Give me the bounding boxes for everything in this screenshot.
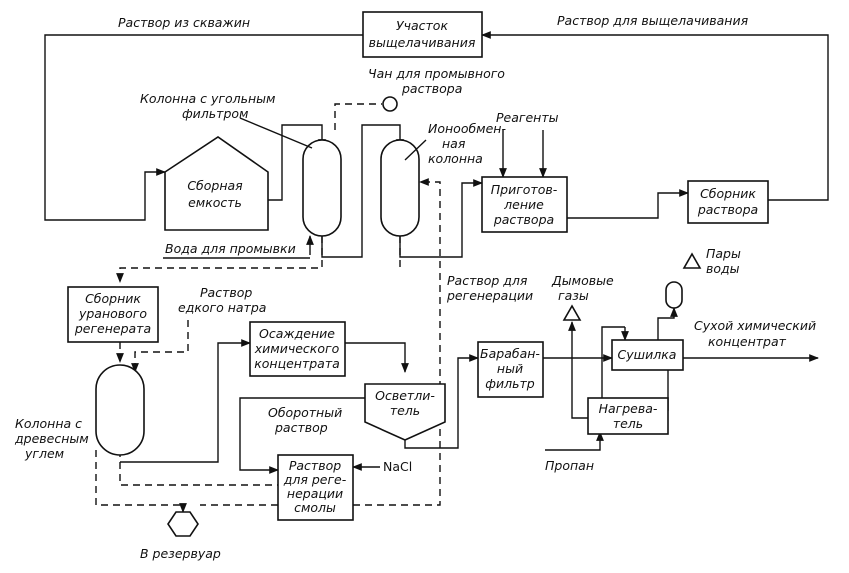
clarifier-to-filter-line <box>404 354 479 449</box>
well-solution-line <box>44 34 363 221</box>
reagents-label: Реагенты <box>496 110 559 125</box>
reservoir-hexagon-icon <box>167 511 199 537</box>
precip-to-clarifier-line <box>345 342 409 373</box>
solution-prep-label-2: ление <box>503 197 544 212</box>
carbon-column-leader <box>239 117 313 149</box>
solution-collector-label-1: Сборник <box>700 186 756 201</box>
resin-regen-label-4: смолы <box>294 500 336 515</box>
ion-column-label-1: Ионообмен- <box>428 121 506 136</box>
ion-column-leader <box>404 139 427 161</box>
uranium-regenerate-label-2: уранового <box>78 306 147 321</box>
regen-solution-label-1: Раствор для <box>447 273 528 288</box>
solution-collector-box <box>687 180 769 224</box>
recycle-label-2: раствор <box>274 420 328 435</box>
chem-precipitation-box <box>249 321 346 377</box>
ion-column-label-2: ная <box>442 136 466 151</box>
tank-to-carbon-line <box>268 124 326 201</box>
flue-gases-label-2: газы <box>558 288 589 303</box>
wash-tank-symbol <box>382 96 398 112</box>
propane-label: Пропан <box>545 458 594 473</box>
flue-gases-label-1: Дымовые <box>551 273 614 288</box>
clarifier-label-2: тель <box>390 403 420 418</box>
solution-collector-label-2: раствора <box>697 202 758 217</box>
chem-precipitation-label-1: Осаждение <box>259 326 335 341</box>
recycle-label-1: Оборотный <box>268 405 342 420</box>
uranium-regenerate-label-3: регенерата <box>74 321 151 336</box>
resin-regen-box <box>277 454 354 521</box>
solution-prep-box <box>481 176 568 233</box>
caustic-line <box>131 320 189 373</box>
dry-concentrate-label-2: концентрат <box>708 334 787 349</box>
flue-gas-triangle-icon <box>562 304 582 321</box>
wood-column-label-3: углем <box>24 446 64 461</box>
regenerate-line <box>116 236 323 283</box>
leaching-area-box <box>362 11 483 58</box>
well-solution-label: Раствор из скважин <box>118 15 250 30</box>
column-to-precip-line <box>120 339 251 463</box>
regen-solution-label-2: регенерации <box>446 288 533 303</box>
heater-loop-line <box>601 326 625 410</box>
drum-filter-label-3: фильтр <box>485 376 534 391</box>
carbon-column-label-2: фильтром <box>182 106 248 121</box>
collecting-tank-label-2: емкость <box>188 195 242 210</box>
reservoir-label: В резервуар <box>140 546 221 561</box>
collecting-tank-label-1: Сборная <box>187 178 243 193</box>
ion-exchange-column <box>380 139 420 237</box>
wash-tank-line <box>334 103 382 130</box>
leach-solution-label: Раствор для выщелачивания <box>557 13 749 28</box>
leaching-area-label-1: Участок <box>396 18 448 33</box>
heater-label-2: тель <box>613 416 643 431</box>
drum-filter-label-1: Барабан- <box>480 346 540 361</box>
drum-filter-box <box>477 341 544 398</box>
solution-prep-label-1: Приготов- <box>491 182 558 197</box>
chem-precipitation-label-2: химического <box>254 341 340 356</box>
water-vapor-label-2: воды <box>706 261 740 276</box>
resin-regen-label-1: Раствор <box>289 458 341 473</box>
heater-box <box>587 397 669 435</box>
wood-column-label-2: древесным <box>14 431 89 446</box>
resin-regen-label-3: нерации <box>287 486 343 501</box>
water-vapor-label-1: Пары <box>706 246 741 261</box>
carbon-column-label-1: Колонна с угольным <box>140 91 275 106</box>
uranium-regenerate-label-1: Сборник <box>85 291 141 306</box>
propane-line <box>545 431 604 451</box>
wood-column-label-1: Колонна с <box>15 416 82 431</box>
dry-concentrate-label-1: Сухой химический <box>694 318 816 333</box>
wash-water-label: Вода для промывки <box>165 241 296 256</box>
regen-solution-line <box>353 178 441 506</box>
leach-solution-line <box>481 31 829 201</box>
wash-tank-label-1: Чан для промывного <box>368 66 505 81</box>
caustic-label-2: едкого натра <box>178 300 266 315</box>
to-reservoir-line <box>95 450 187 513</box>
dryer-box <box>611 339 684 371</box>
collecting-tank-box <box>164 136 269 231</box>
resin-regen-label-2: для реге- <box>283 472 347 487</box>
column-to-regen-line <box>119 450 319 497</box>
nacl-label: NaCl <box>383 459 412 474</box>
wash-tank-label-2: раствора <box>401 81 462 96</box>
drum-filter-label-2: ный <box>497 361 523 376</box>
ion-column-label-3: колонна <box>428 151 483 166</box>
prep-to-collector-line <box>567 189 689 219</box>
leaching-area-label-2: выщелачивания <box>369 35 476 50</box>
clarifier-label-1: Осветли- <box>375 388 435 403</box>
caustic-label-1: Раствор <box>200 285 252 300</box>
vapor-condenser <box>665 281 683 309</box>
recycle-line <box>239 397 365 474</box>
heater-to-flue-line <box>568 321 588 419</box>
clarifier-box <box>364 383 446 441</box>
vapor-triangle-icon <box>682 252 702 269</box>
uranium-regenerate-box <box>67 286 159 343</box>
wood-column <box>95 364 145 456</box>
dryer-to-vapor-line <box>657 307 678 340</box>
dryer-label: Сушилка <box>618 347 677 362</box>
chem-precipitation-label-3: концентрата <box>254 356 340 371</box>
solution-prep-label-3: раствора <box>493 212 554 227</box>
heater-label-1: Нагрева- <box>599 401 658 416</box>
carbon-column <box>302 139 342 237</box>
